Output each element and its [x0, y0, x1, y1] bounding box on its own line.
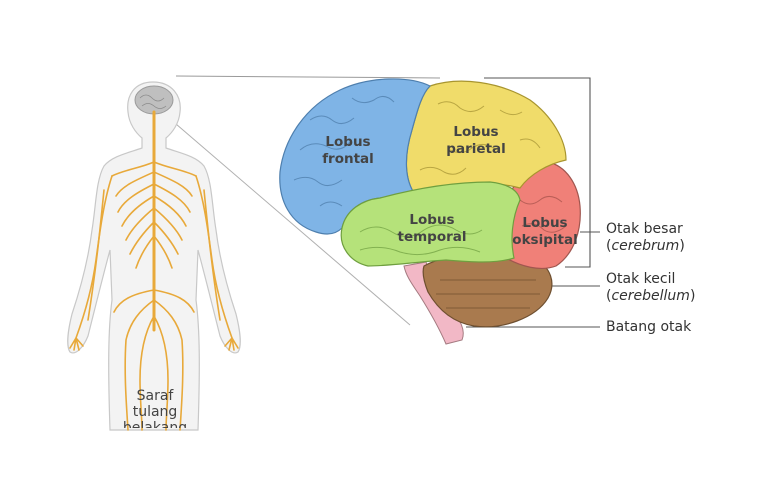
label-cerebrum: Otak besar (cerebrum): [606, 221, 685, 255]
brain: [279, 78, 581, 345]
label-spinal-nerves-line2: tulang: [132, 404, 178, 420]
label-lobus-oksipital-line1: Lobus: [522, 215, 568, 231]
label-cerebellum: Otak kecil (cerebellum): [606, 271, 695, 305]
label-spinal-nerves-line1: Saraf: [136, 388, 174, 404]
label-cerebrum-name: Otak besar: [606, 221, 683, 237]
label-brainstem-name: Batang otak: [606, 319, 692, 335]
temporal-lobe: [340, 181, 521, 267]
label-spinal-nerves-line3: belakang: [122, 420, 188, 428]
label-cerebrum-latin-text: cerebrum: [611, 238, 680, 254]
label-brainstem: Batang otak: [606, 319, 691, 336]
nerve-network: [69, 110, 239, 431]
label-lobus-frontal-line1: Lobus: [325, 134, 371, 150]
label-lobus-frontal: Lobus frontal: [308, 134, 388, 168]
zoom-line-bottom: [175, 123, 411, 326]
label-lobus-oksipital: Lobus oksipital: [502, 215, 588, 249]
label-lobus-frontal-line2: frontal: [322, 151, 374, 167]
label-lobus-oksipital-line2: oksipital: [512, 232, 578, 248]
label-lobus-temporal-line1: Lobus: [409, 212, 455, 228]
label-lobus-temporal-line2: temporal: [397, 229, 467, 245]
label-lobus-parietal-line1: Lobus: [453, 124, 499, 140]
label-lobus-parietal-line2: parietal: [446, 141, 506, 157]
label-lobus-parietal: Lobus parietal: [436, 124, 516, 158]
label-cerebrum-latin: (cerebrum): [606, 238, 685, 254]
label-cerebellum-name: Otak kecil: [606, 271, 676, 287]
label-spinal-nerves: Saraf tulang belakang: [100, 388, 210, 428]
label-cerebellum-latin: (cerebellum): [606, 288, 696, 304]
zoom-line-top: [175, 75, 441, 79]
label-cerebellum-latin-text: cerebellum: [611, 288, 690, 304]
label-lobus-temporal: Lobus temporal: [392, 212, 472, 246]
cerebrum-bracket: [484, 77, 591, 268]
